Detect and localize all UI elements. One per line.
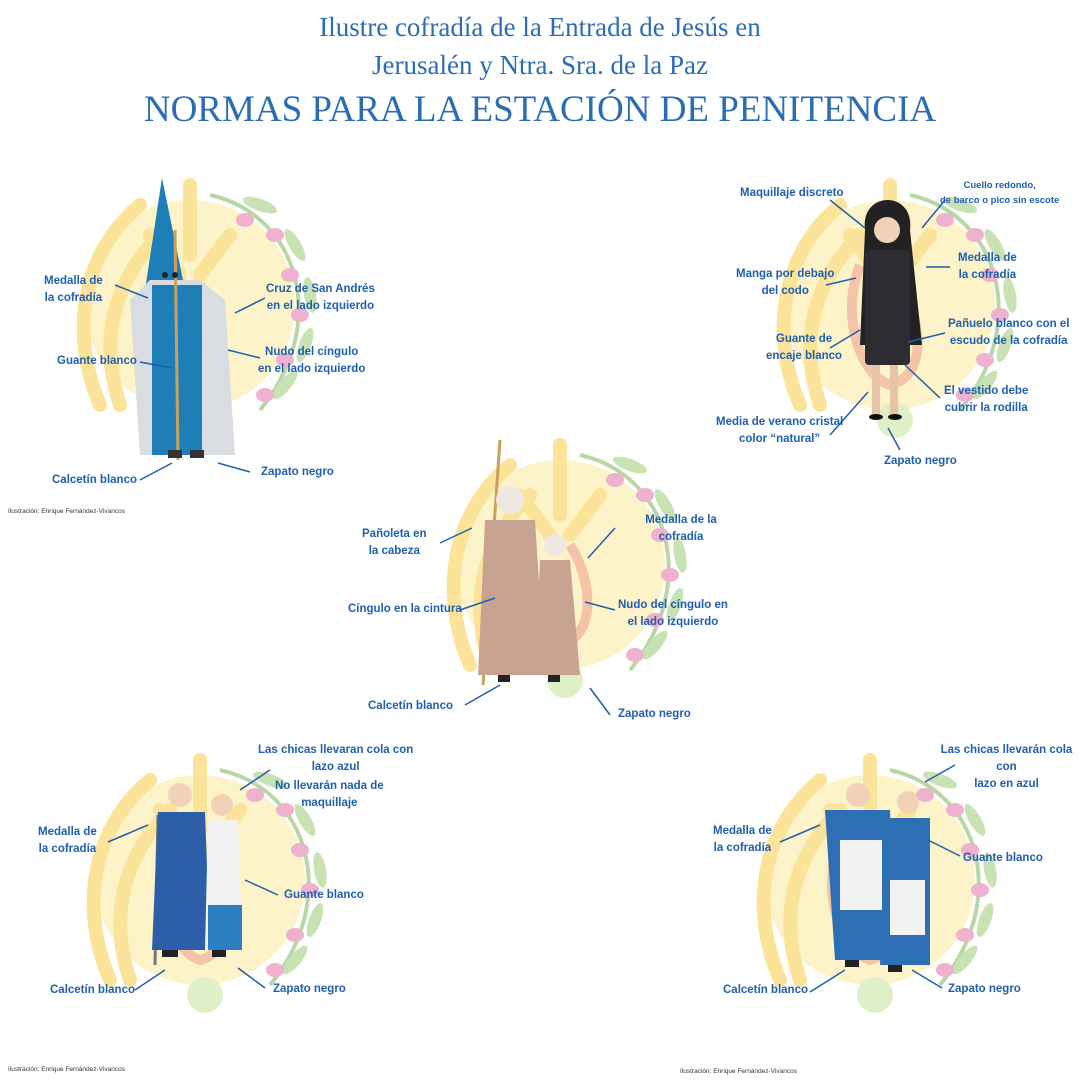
panel-monaguillo: Las chicas llevarán cola con lazo en azu… — [680, 730, 1080, 1080]
label-calcetin: Calcetín blanco — [368, 700, 453, 712]
label-zapato: Zapato negro — [261, 466, 334, 478]
label-zapato: Zapato negro — [273, 983, 346, 995]
label-cingulo-cintura: Cíngulo en la cintura — [348, 603, 462, 615]
hebrea-figure — [478, 439, 580, 686]
label-zapato: Zapato negro — [618, 708, 691, 720]
label-manga: Manga por debajo del codo — [736, 268, 835, 297]
label-guante: Guante blanco — [284, 889, 364, 901]
label-medalla: Medalla de la cofradía — [713, 825, 772, 854]
label-medalla: Medalla de la cofradía — [645, 514, 717, 543]
panel-mantilla: Maquillaje discreto Cuello redondo, de b… — [700, 170, 1080, 500]
label-media: Media de verano cristal color “natural” — [716, 416, 844, 445]
label-nudo-cingulo: Nudo del cíngulo en el lado izquierdo — [258, 346, 366, 375]
label-zapato: Zapato negro — [884, 455, 957, 467]
acolito-figure — [152, 783, 242, 966]
label-calcetin: Calcetín blanco — [50, 984, 135, 996]
label-guante-encaje: Guante de encaje blanco — [766, 333, 843, 362]
monaguillo-figure — [825, 783, 930, 972]
page-title: NORMAS PARA LA ESTACIÓN DE PENITENCIA — [143, 89, 937, 130]
label-calcetin: Calcetín blanco — [723, 984, 808, 996]
label-cola-lazo: Las chicas llevaran cola con lazo azul — [258, 744, 414, 773]
label-panuelo: Pañuelo blanco con el escudo de la cofra… — [948, 318, 1070, 347]
nazareno-figure — [130, 178, 235, 461]
illustration-credit: Ilustración: Enrique Fernández-Vivancos — [680, 1068, 797, 1075]
panel-hebrea: Pañoleta en la cabeza Medalla de la cofr… — [340, 430, 740, 730]
mantilla-figure — [860, 200, 922, 420]
panel-nazareno: Medalla de la cofradía Cruz de San André… — [0, 170, 380, 520]
label-maquillaje: No llevarán nada de maquillaje — [275, 780, 384, 809]
label-nudo-cingulo: Nudo del cíngulo en el lado izquierdo — [618, 599, 728, 628]
label-guante: Guante blanco — [57, 355, 137, 367]
brotherhood-name-line1: Ilustre cofradía de la Entrada de Jesús … — [319, 12, 761, 42]
label-guante: Guante blanco — [963, 852, 1043, 864]
panel-acolito: Las chicas llevaran cola con lazo azul N… — [0, 730, 420, 1080]
label-maquillaje: Maquillaje discreto — [740, 187, 844, 199]
label-medalla: Medalla de la cofradía — [38, 826, 97, 855]
label-cuello: Cuello redondo, de barco o pico sin esco… — [940, 180, 1060, 206]
illustration-credit: Ilustración: Enrique Fernández-Vivancos — [8, 508, 125, 515]
brotherhood-name-line2: Jerusalén y Ntra. Sra. de la Paz — [372, 50, 708, 80]
label-cruz-san-andres: Cruz de San Andrés en el lado izquierdo — [266, 283, 375, 312]
label-zapato: Zapato negro — [948, 983, 1021, 995]
illustration-credit: Ilustración: Enrique Fernández-Vivancos — [8, 1066, 125, 1073]
label-vestido-rodilla: El vestido debe cubrir la rodilla — [944, 385, 1029, 414]
label-cola-lazo: Las chicas llevarán cola con lazo en azu… — [940, 744, 1073, 790]
label-calcetin: Calcetín blanco — [52, 474, 137, 486]
label-medalla: Medalla de la cofradía — [44, 275, 103, 304]
label-medalla: Medalla de la cofradía — [958, 252, 1017, 281]
label-panoleta: Pañoleta en la cabeza — [362, 528, 427, 557]
